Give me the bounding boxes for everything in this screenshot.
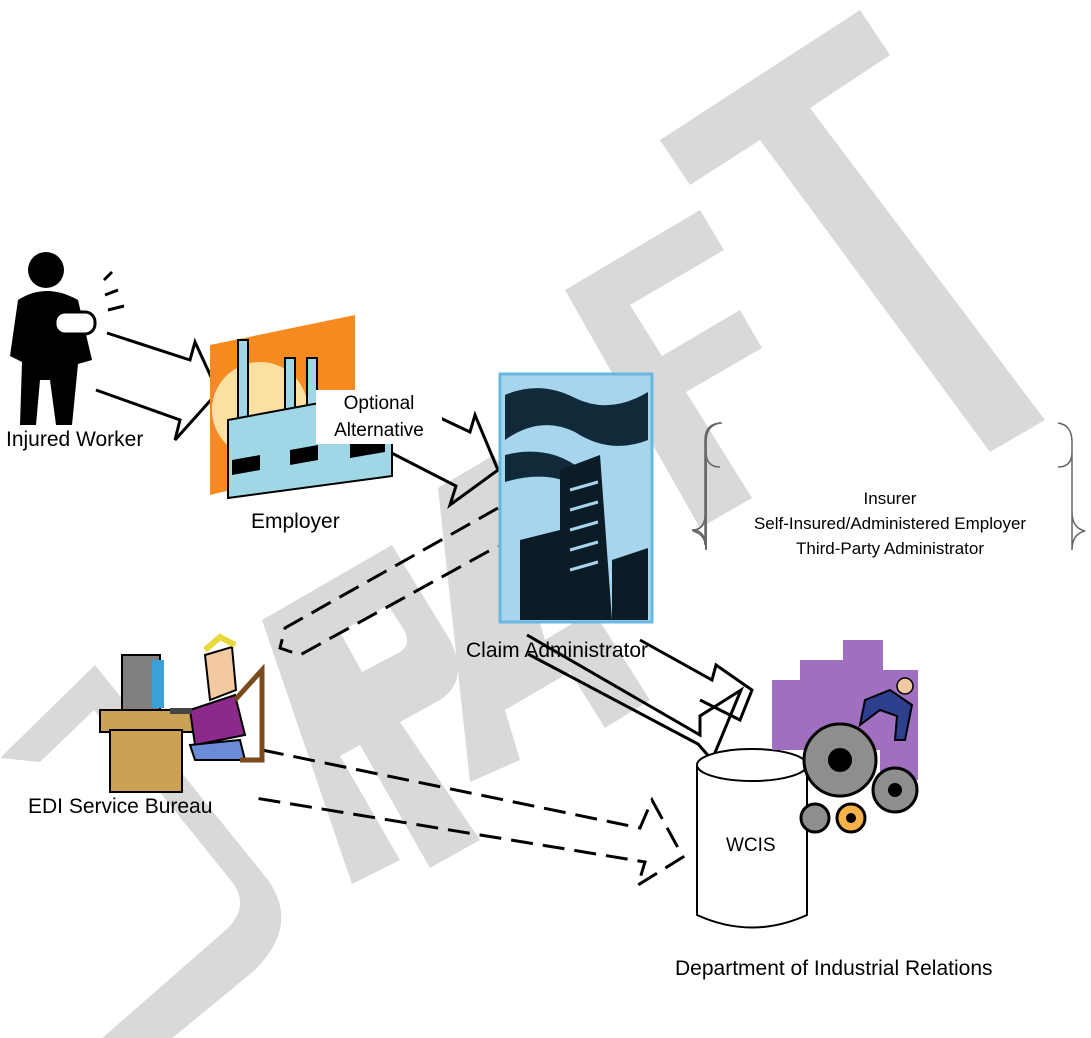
arrow-claim-admin-to-dir [526, 633, 745, 763]
claim-admin-types-brace-right [1057, 422, 1086, 551]
claim-administrator-icon [498, 372, 654, 624]
claim-administrator-label: Claim Administrator [466, 639, 649, 662]
claim-admin-type-insurer: Insurer [863, 489, 917, 508]
dashed-arrows [254, 506, 685, 889]
dir-label: Department of Industrial Relations [675, 957, 993, 980]
arrow-worker-to-employer [95, 331, 220, 442]
draft-watermark [0, 10, 1045, 1038]
arrow-claim-admin-to-dir-2 [639, 638, 754, 723]
factory-icon [210, 315, 393, 500]
injured-worker-label: Injured Worker [6, 428, 144, 451]
employer-label: Employer [251, 510, 340, 533]
claim-admin-types-list: Insurer Self-Insured/Administered Employ… [705, 486, 1075, 561]
computer-user-icon [99, 633, 265, 793]
arrow-employer-to-claim-admin [375, 396, 500, 509]
edi-service-bureau-label: EDI Service Bureau [28, 795, 213, 818]
wcis-label: WCIS [726, 835, 776, 856]
claim-admin-types-brace-left [692, 422, 721, 551]
claim-admin-type-tpa: Third-Party Administrator [796, 539, 984, 558]
gears-icon [772, 640, 919, 834]
claim-admin-type-self-insured: Self-Insured/Administered Employer [753, 514, 1027, 533]
injured-worker-icon [10, 252, 125, 425]
optional-alternative-line-1: Optional [343, 393, 415, 414]
arrow-claim-admin-to-bureau [278, 506, 499, 657]
optional-alternative-label: Optional Alternative [316, 390, 442, 444]
arrow-bureau-to-wcis [254, 748, 685, 889]
wcis-database-icon [696, 748, 808, 929]
optional-alternative-line-2: Alternative [334, 420, 424, 441]
